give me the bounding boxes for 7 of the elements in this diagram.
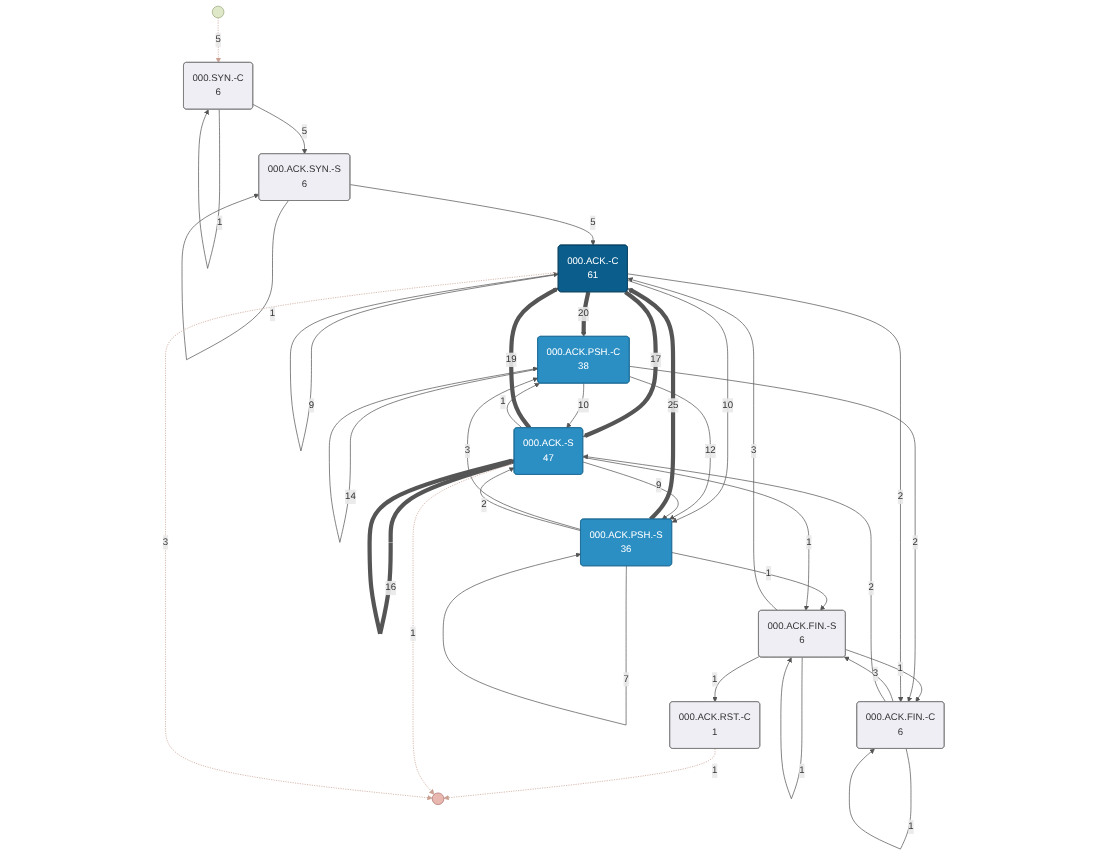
arrow: [583, 290, 659, 438]
node-circle: [212, 5, 225, 19]
node-circle: [432, 792, 445, 805]
arrow: [581, 291, 591, 337]
arrow: [628, 287, 676, 521]
arrow: [182, 193, 290, 361]
arrow: [368, 458, 516, 635]
